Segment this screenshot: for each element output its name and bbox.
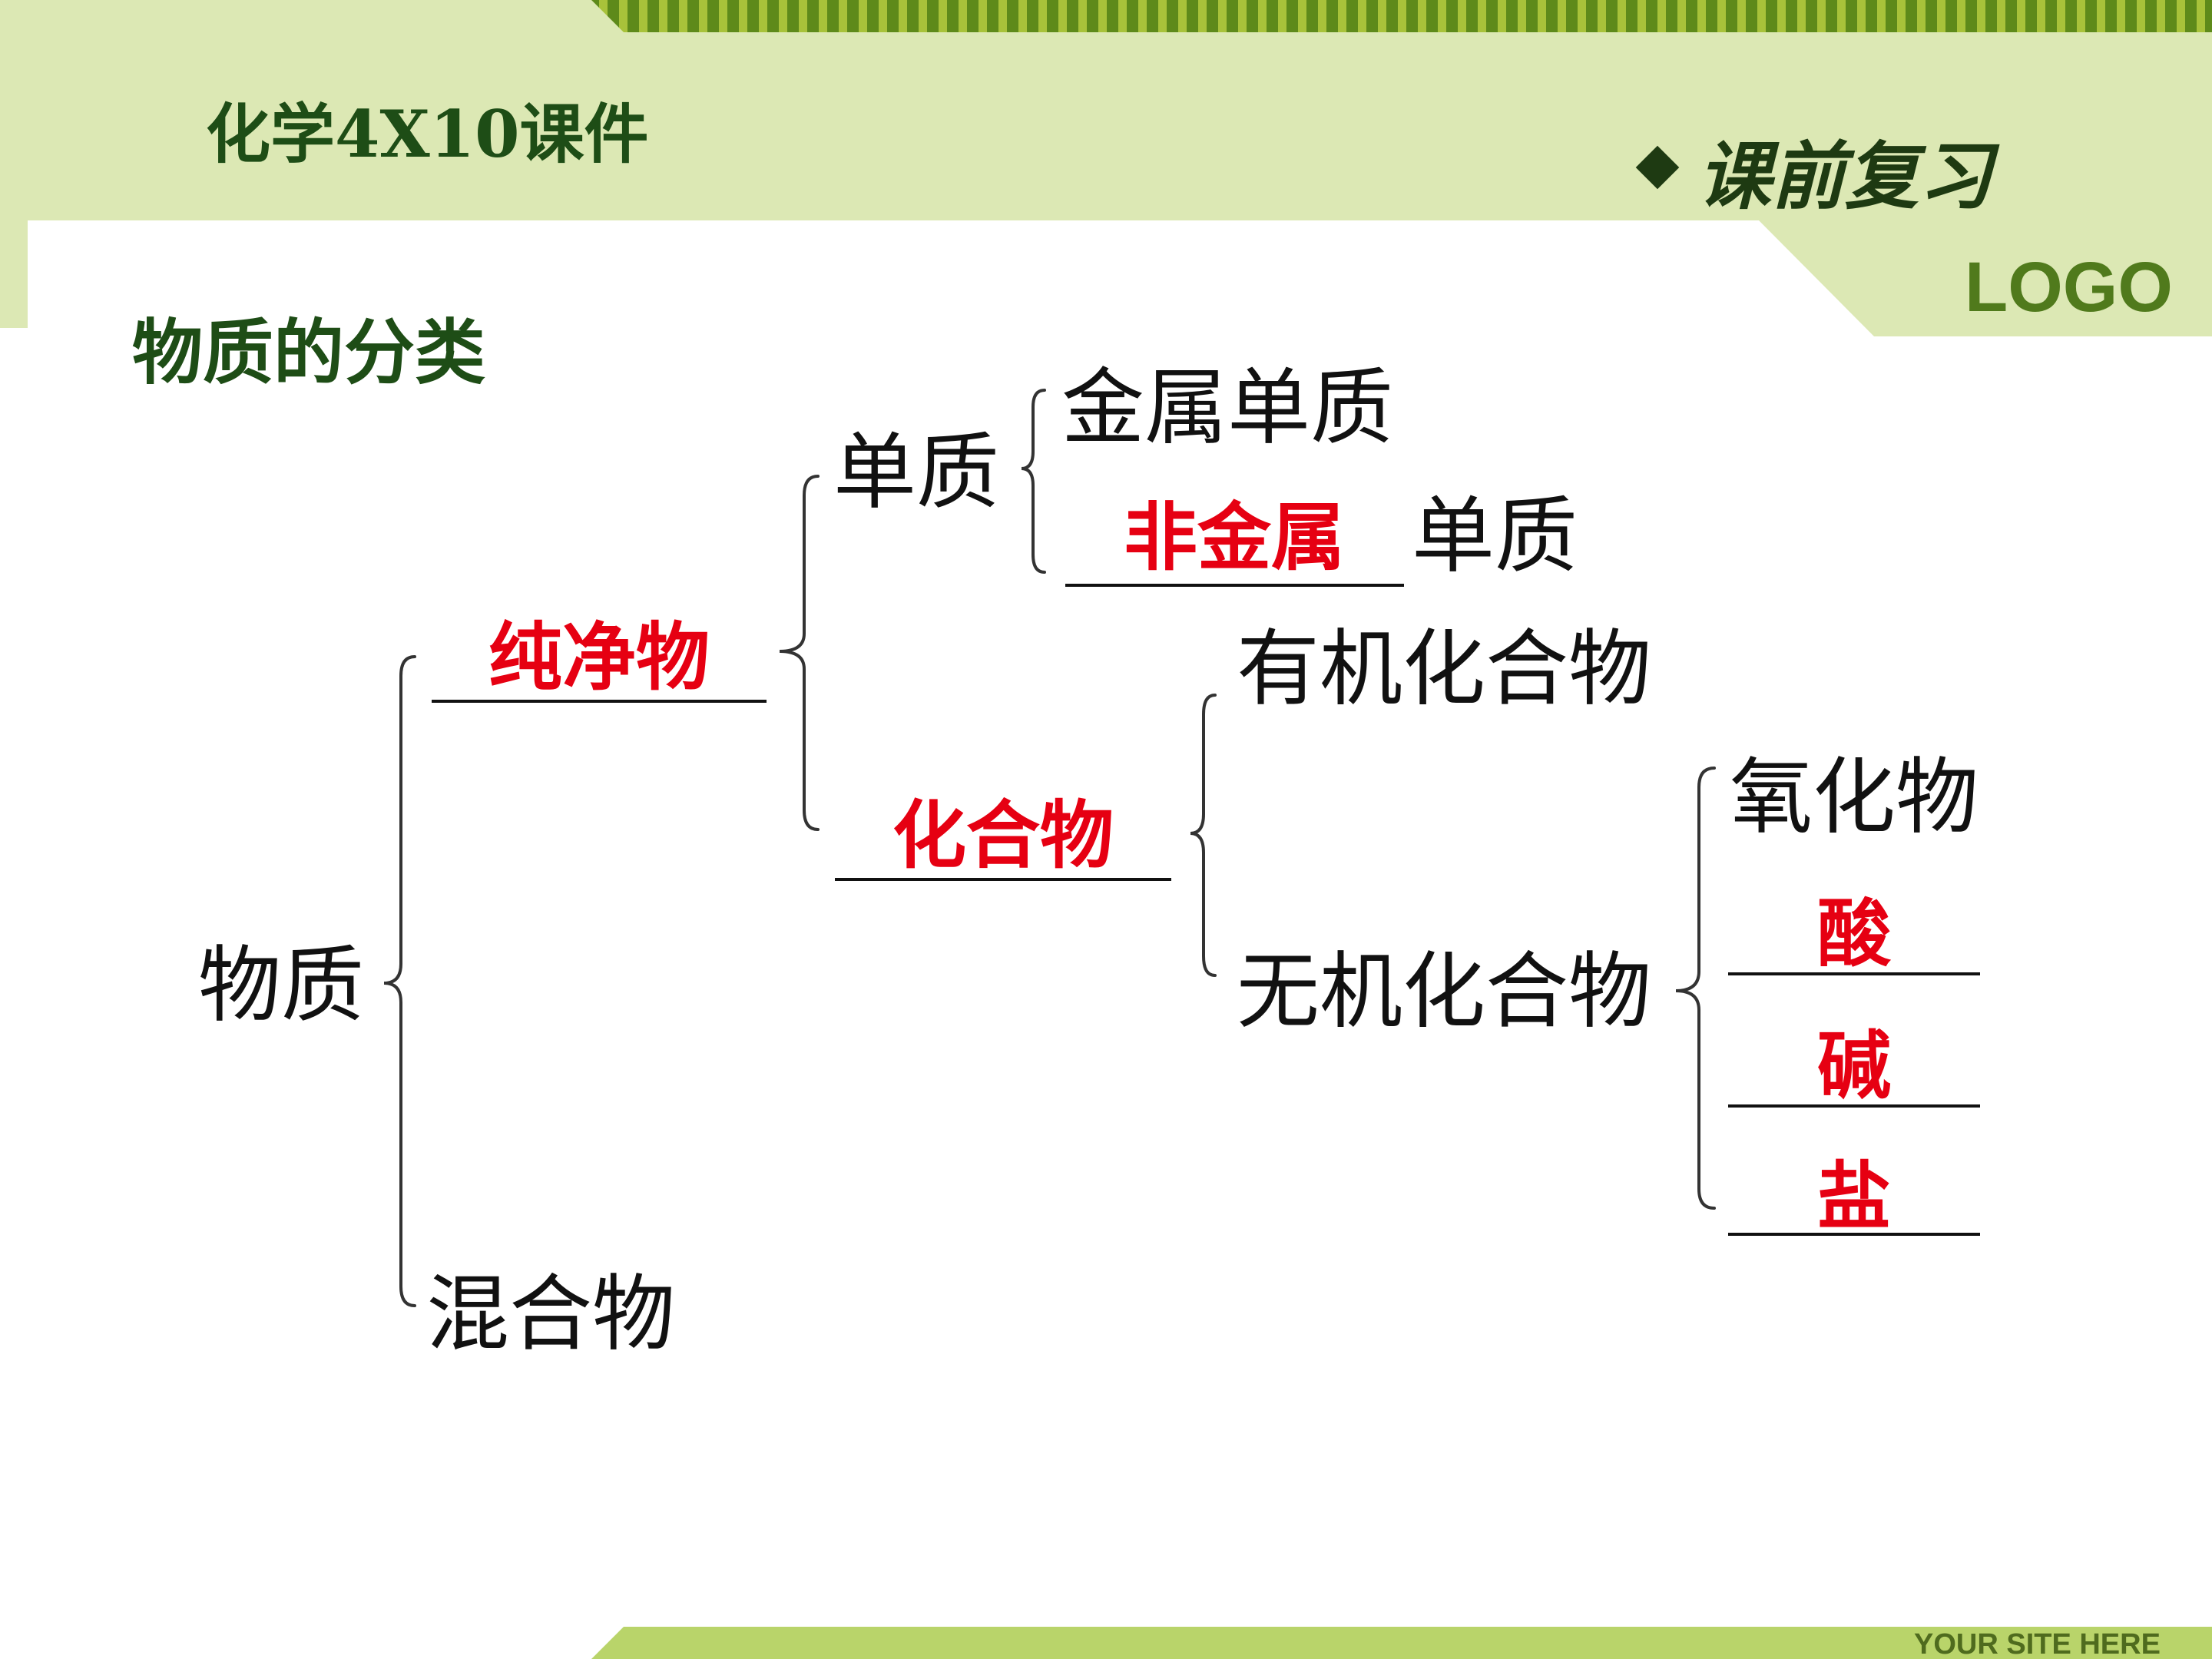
section-badge: 课前复习 — [1697, 133, 1992, 220]
logo-text: LOGO — [1965, 248, 2173, 326]
node-organic-compound: 有机化合物 — [1237, 621, 1652, 717]
answer-salt: 盐 — [1817, 1153, 1891, 1240]
footer-site: YOUR SITE HERE — [1914, 1628, 2161, 1659]
brace-pure — [779, 475, 820, 831]
left-strip — [0, 220, 28, 328]
brace-root — [383, 655, 416, 1307]
answer-compound: 化合物 — [892, 792, 1114, 879]
brace-compound — [1190, 694, 1217, 977]
node-oxide: 氧化物 — [1730, 750, 1979, 846]
brace-inorganic — [1675, 767, 1716, 1210]
answer-base: 碱 — [1817, 1022, 1891, 1109]
logo-wedge — [1759, 220, 2212, 336]
brace-element — [1021, 389, 1046, 574]
node-mixture: 混合物 — [426, 1267, 676, 1363]
answer-acid: 酸 — [1817, 890, 1891, 977]
page-title: 化学4X10课件 — [206, 96, 649, 172]
bottom-bar — [591, 1627, 2212, 1659]
content-panel — [28, 220, 2212, 1659]
section-title: 物质的分类 — [132, 311, 486, 394]
node-inorganic-compound: 无机化合物 — [1237, 944, 1652, 1040]
node-nonmetal-suffix: 单质 — [1412, 488, 1578, 584]
header-band — [0, 0, 2212, 220]
node-metal-element: 金属单质 — [1061, 360, 1394, 456]
answer-pure-substance: 纯净物 — [488, 614, 710, 700]
answer-nonmetal: 非金属 — [1124, 494, 1345, 581]
top-stripe-bar — [591, 0, 2212, 32]
node-substance: 物质 — [198, 938, 365, 1034]
node-element: 单质 — [833, 425, 1000, 521]
